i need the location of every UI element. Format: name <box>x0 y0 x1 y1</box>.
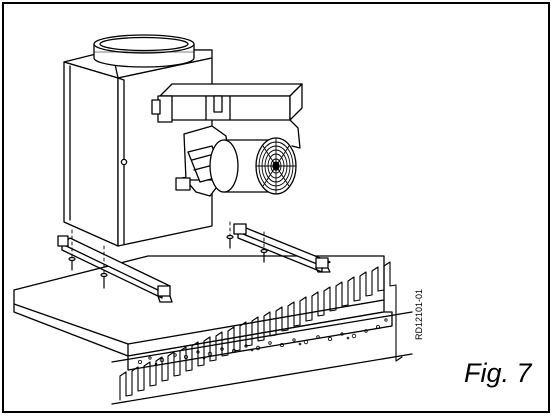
mounting-rail-right <box>233 223 331 273</box>
mounting-rail-left <box>57 235 173 303</box>
corrugated-deck <box>111 261 413 405</box>
drawing-code: RD12101-01 <box>414 288 424 340</box>
support-slab <box>13 255 393 371</box>
figure-label: Fig. 7 <box>464 358 532 388</box>
screw <box>68 234 268 289</box>
outlet-duct <box>151 83 303 123</box>
inlet-collar <box>93 34 195 68</box>
fan-motor <box>175 119 301 197</box>
fastening-screws <box>68 221 268 289</box>
